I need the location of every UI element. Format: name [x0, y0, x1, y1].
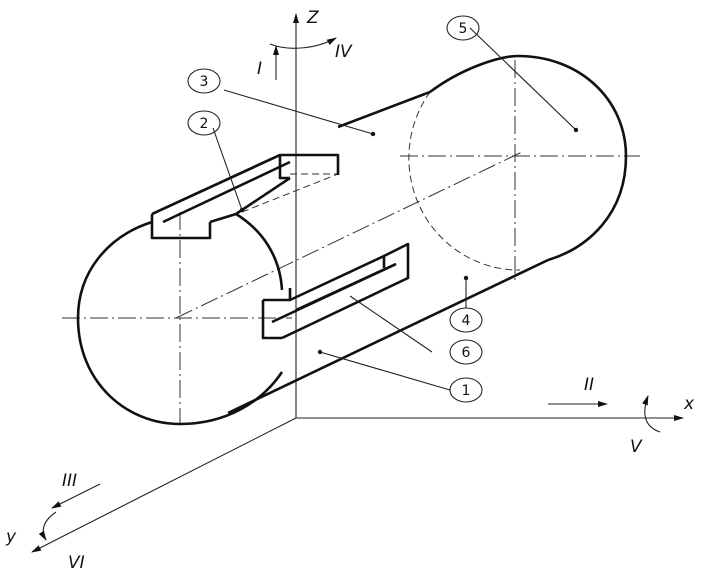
view-arrows [38, 37, 661, 541]
upper-slot [150, 153, 340, 240]
callout-1: 1 [449, 377, 483, 403]
callout-3: 3 [187, 68, 221, 94]
view-i-label: I [257, 59, 262, 79]
view-ii-label: II [584, 375, 594, 395]
svg-text:4: 4 [462, 313, 471, 329]
callout-2: 2 [187, 110, 221, 136]
view-iii-label: III [62, 471, 77, 491]
z-axis-label: Z [306, 8, 319, 28]
view-iv-label: IV [335, 42, 353, 62]
x-axis-label: x [683, 394, 695, 414]
lower-slot [261, 242, 410, 340]
front-end-circle [76, 212, 284, 426]
leaders [212, 27, 579, 391]
coordinate-axes [31, 13, 684, 553]
callout-5: 5 [446, 15, 480, 41]
y-axis [31, 417, 297, 553]
view-vi-label: VI [68, 553, 85, 573]
center-lines [62, 60, 640, 424]
bottom-generator [227, 258, 549, 415]
svg-text:2: 2 [200, 116, 209, 132]
top-generator-right [337, 90, 431, 129]
svg-text:1: 1 [462, 383, 471, 399]
svg-text:3: 3 [200, 74, 209, 90]
callout-4: 4 [449, 307, 483, 333]
rear-end-arc [429, 54, 628, 262]
y-axis-label: y [5, 527, 17, 547]
svg-text:6: 6 [462, 345, 471, 361]
callout-6: 6 [449, 339, 483, 365]
svg-text:5: 5 [459, 21, 468, 37]
hidden-lines [241, 91, 521, 271]
view-v-label: V [630, 437, 643, 457]
cylinder-body [76, 54, 628, 426]
